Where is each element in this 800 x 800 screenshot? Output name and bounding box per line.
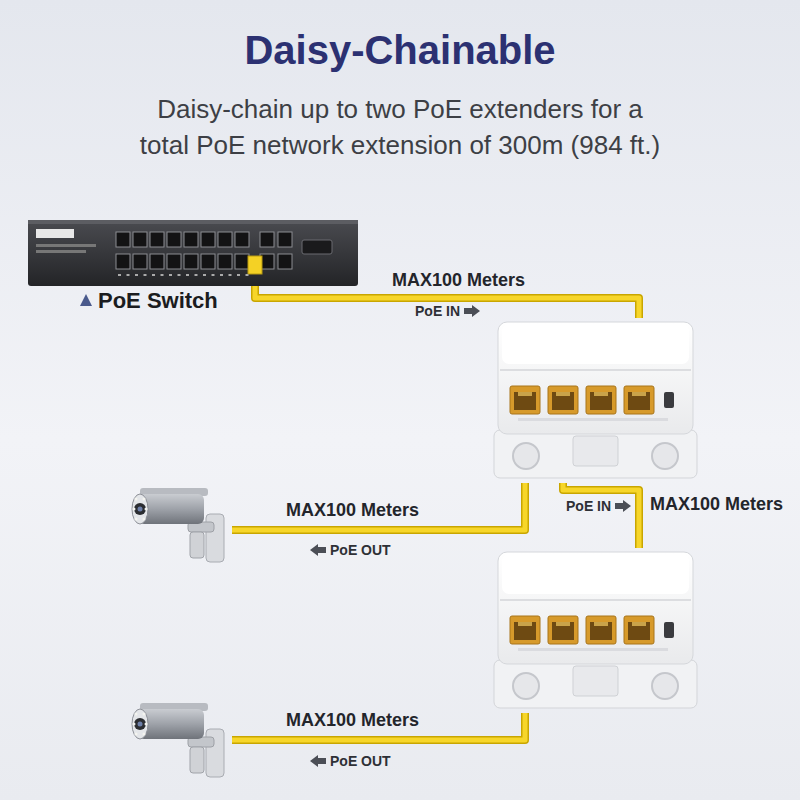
title: Daisy-Chainable [0,28,800,73]
direction-arrow [310,544,326,556]
cable-outline [255,286,639,318]
extender-illustration [488,318,703,483]
arrow-shape [310,544,326,556]
arrow-shape [310,755,326,767]
node-label: PoE Switch [98,288,218,314]
direction-arrow [464,305,480,317]
port-label: PoE OUT [330,542,391,558]
cable-outline [232,483,525,530]
port-label: PoE OUT [330,753,391,769]
cable-core [232,483,525,530]
camera-illustration [128,695,232,783]
ip-camera [128,695,232,783]
switch-illustration [28,220,358,286]
poe-switch: PoE Switch [28,220,358,286]
distance-label: MAX100 Meters [392,270,525,291]
arrow-shape [615,500,631,512]
direction-arrow [615,500,631,512]
cable-core [563,483,639,548]
distance-label: MAX100 Meters [650,494,783,515]
cable-outline [563,483,639,548]
direction-arrow [310,755,326,767]
distance-label: MAX100 Meters [286,710,419,731]
cable-connector [232,483,525,530]
arrow-shape [464,305,480,317]
distance-label: MAX100 Meters [286,500,419,521]
cable-core [255,286,639,318]
caption: Daisy-chain up to two PoE extenders for … [50,92,750,164]
port-label: PoE IN [566,498,611,514]
poe-extender [488,548,703,713]
ip-camera [128,480,232,568]
cable-connector [563,483,639,548]
poe-extender [488,318,703,483]
cable-connector [255,286,639,318]
port-label: PoE IN [415,303,460,319]
camera-illustration [128,480,232,568]
triangle-marker [80,294,92,306]
extender-illustration [488,548,703,713]
